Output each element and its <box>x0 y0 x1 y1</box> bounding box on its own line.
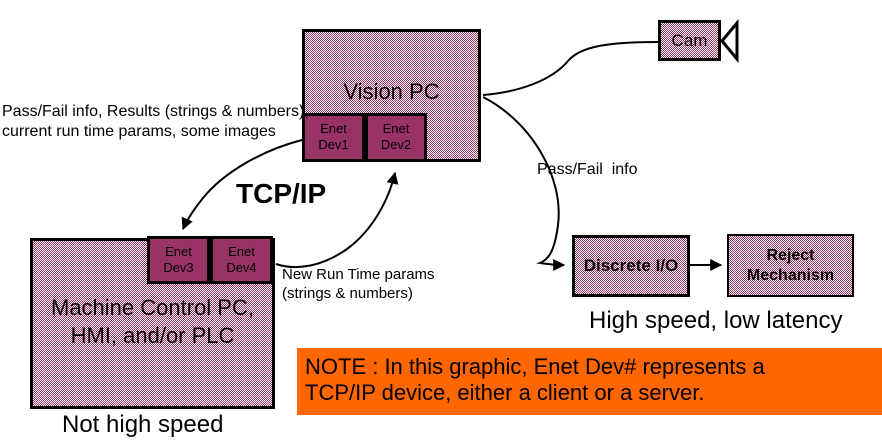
enet-dev1-line2: Dev1 <box>318 137 349 152</box>
enet-dev3-line1: Enet <box>165 244 192 259</box>
note-line1: NOTE : In this graphic, Enet Dev# repres… <box>305 354 765 379</box>
node-reject-mechanism: Reject Mechanism <box>727 234 854 297</box>
discrete-io-label: Discrete I/O <box>583 256 679 275</box>
machine-control-line1: Machine Control PC, <box>51 295 254 320</box>
label-new-run-time: New Run Time params (strings & numbers) <box>282 265 435 303</box>
machine-control-label: Machine Control PC, HMI, and/or PLC <box>30 294 275 350</box>
node-enet-dev1: Enet Dev1 <box>302 113 365 162</box>
label-pass-fail-info: Pass/Fail info <box>537 161 638 178</box>
note-box: NOTE : In this graphic, Enet Dev# repres… <box>297 348 882 415</box>
enet-dev1-line1: Enet <box>320 121 347 136</box>
connector-vision-to-discrete-io <box>482 96 566 271</box>
machine-control-line2: HMI, and/or PLC <box>70 323 235 348</box>
node-cam: Cam <box>658 20 721 61</box>
label-vision-outputs-line2: current run time params, some images <box>2 123 276 140</box>
enet-dev2-line2: Dev2 <box>380 137 412 152</box>
label-vision-outputs: Pass/Fail info, Results (strings & numbe… <box>2 102 309 142</box>
vision-pc-label: Vision PC <box>343 79 440 104</box>
note-line2: TCP/IP device, either a client or a serv… <box>305 380 705 405</box>
node-discrete-io: Discrete I/O <box>572 235 690 297</box>
label-new-run-time-line2: (strings & numbers) <box>282 285 413 302</box>
label-high-speed: High speed, low latency <box>589 307 843 334</box>
label-new-run-time-line1: New Run Time params <box>282 266 435 283</box>
enet-dev4-line1: Enet <box>228 244 255 259</box>
enet-dev4-line2: Dev4 <box>226 260 257 275</box>
node-enet-dev2: Enet Dev2 <box>365 113 427 162</box>
reject-mechanism-line1: Reject <box>766 246 815 264</box>
enet-dev2-line1: Enet <box>382 121 410 136</box>
node-enet-dev4: Enet Dev4 <box>210 236 273 284</box>
label-vision-outputs-line1: Pass/Fail info, Results (strings & numbe… <box>2 103 309 120</box>
label-not-high-speed: Not high speed <box>62 411 224 438</box>
reject-mechanism-line2: Mechanism <box>746 266 835 284</box>
camera-lens-icon <box>720 18 739 64</box>
label-tcp-ip: TCP/IP <box>236 178 327 209</box>
cam-label: Cam <box>671 30 708 50</box>
node-enet-dev3: Enet Dev3 <box>147 236 210 284</box>
connector-vision-to-cam <box>482 41 659 96</box>
enet-dev3-line2: Dev3 <box>163 260 194 275</box>
